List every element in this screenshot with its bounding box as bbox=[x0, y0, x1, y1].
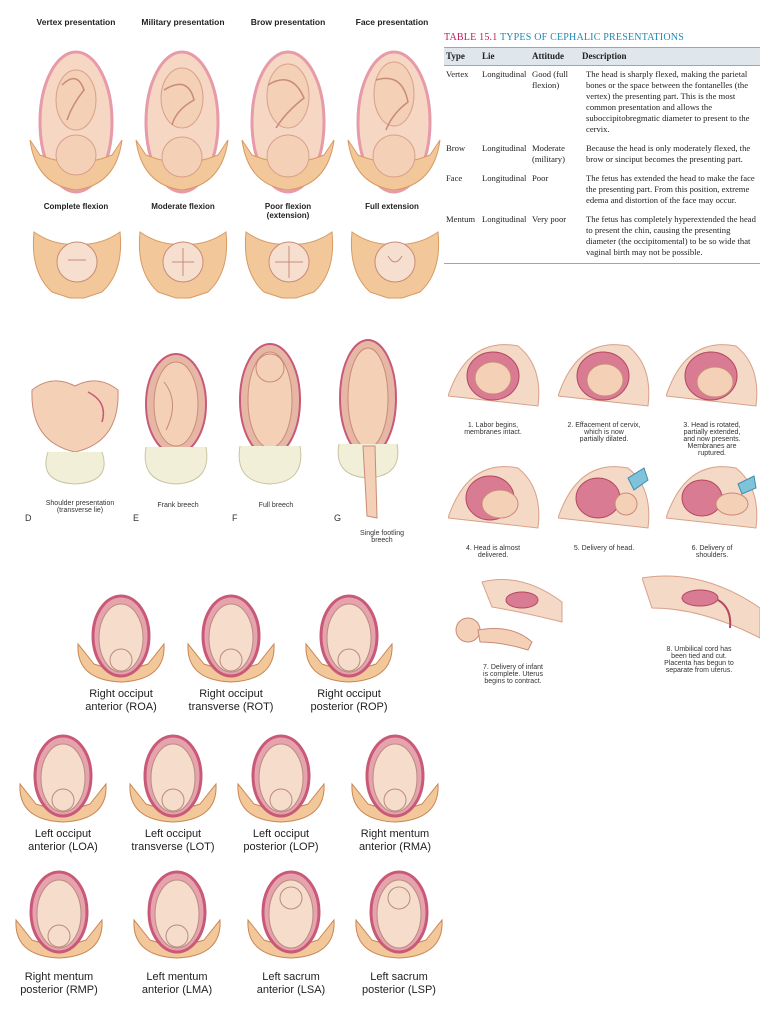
shoulder-presentation-label: Shoulder presentation (transverse lie) bbox=[45, 500, 115, 514]
position-lot-label: Left occiput transverse (LOT) bbox=[131, 828, 215, 853]
labor-step-7-caption: 7. Delivery of infant is complete. Uteru… bbox=[483, 664, 543, 685]
cell-description: The fetus has extended the head to make … bbox=[586, 173, 755, 205]
table-number: TABLE 15.1 bbox=[444, 32, 498, 43]
cephalic-presentations-table: TABLE 15.1 TYPES OF CEPHALIC PRESENTATIO… bbox=[444, 32, 760, 264]
single-footling-breech-illustration bbox=[333, 336, 403, 526]
labor-step-3-illustration bbox=[666, 336, 758, 418]
cell-type: Vertex bbox=[446, 69, 469, 79]
position-lsp-label: Left sacrum posterior (LSP) bbox=[362, 971, 436, 996]
cell-attitude: Poor bbox=[532, 173, 549, 183]
position-rma-illustration bbox=[350, 732, 440, 824]
shoulder-presentation-illustration bbox=[28, 372, 123, 487]
brow-presentation-title: Brow presentation bbox=[250, 17, 326, 27]
cell-lie: Longitudinal bbox=[482, 143, 527, 153]
position-lma-label: Left mentum anterior (LMA) bbox=[141, 971, 213, 996]
labor-step-8-illustration bbox=[642, 568, 760, 648]
labor-step-3-caption: 3. Head is rotated, partially extended, … bbox=[683, 422, 741, 457]
position-lot-illustration bbox=[128, 732, 218, 824]
cell-lie: Longitudinal bbox=[482, 173, 527, 183]
column-header-attitude: Attitude bbox=[532, 51, 564, 61]
figure-letter-d: D bbox=[25, 513, 32, 523]
pelvis-view-military bbox=[136, 222, 230, 302]
table-row: Mentum Longitudinal Very poor The fetus … bbox=[444, 211, 760, 264]
position-rop-illustration bbox=[304, 592, 394, 684]
pelvis-view-face bbox=[348, 222, 442, 302]
position-rot-label: Right occiput transverse (ROT) bbox=[188, 688, 274, 713]
figure-letter-f: F bbox=[232, 513, 238, 523]
position-rot-illustration bbox=[186, 592, 276, 684]
frank-breech-illustration bbox=[140, 352, 212, 487]
column-header-lie: Lie bbox=[482, 51, 495, 61]
labor-step-1-illustration bbox=[448, 336, 540, 418]
position-rmp-illustration bbox=[14, 868, 104, 960]
position-rop-label: Right occiput posterior (ROP) bbox=[310, 688, 388, 713]
labor-step-2-caption: 2. Effacement of cervix, which is now pa… bbox=[567, 422, 641, 443]
table-row: Face Longitudinal Poor The fetus has ext… bbox=[444, 170, 760, 211]
pelvis-view-brow bbox=[242, 222, 336, 302]
labor-step-7-illustration bbox=[452, 572, 570, 662]
military-presentation-title: Military presentation bbox=[141, 17, 225, 27]
full-extension-label: Full extension bbox=[365, 202, 419, 211]
labor-step-4-illustration bbox=[448, 458, 540, 540]
position-lop-illustration bbox=[236, 732, 326, 824]
brow-fetus-illustration bbox=[234, 30, 342, 195]
full-breech-label: Full breech bbox=[258, 502, 294, 509]
cell-description: Because the head is only moderately flex… bbox=[586, 143, 751, 164]
labor-step-8-caption: 8. Umbilical cord has been tied and cut.… bbox=[664, 646, 734, 674]
table-grid: Type Lie Attitude Description Vertex Lon… bbox=[444, 47, 760, 264]
cell-lie: Longitudinal bbox=[482, 214, 527, 224]
cell-type: Brow bbox=[446, 143, 466, 153]
column-header-description: Description bbox=[582, 51, 627, 61]
figure-letter-g: G bbox=[334, 513, 342, 523]
cell-description: The fetus has completely hyperextended t… bbox=[586, 214, 756, 257]
vertex-fetus-illustration bbox=[22, 30, 130, 195]
position-lsa-label: Left sacrum anterior (LSA) bbox=[256, 971, 326, 996]
position-loa-label: Left occiput anterior (LOA) bbox=[28, 828, 98, 853]
position-lop-label: Left occiput posterior (LOP) bbox=[243, 828, 319, 853]
table-row: Vertex Longitudinal Good (full flexion) … bbox=[444, 66, 760, 141]
cell-type: Mentum bbox=[446, 214, 476, 224]
single-footling-breech-label: Single footling breech bbox=[360, 530, 404, 544]
position-rma-label: Right mentum anterior (RMA) bbox=[358, 828, 432, 853]
military-fetus-illustration bbox=[128, 30, 236, 195]
labor-step-1-caption: 1. Labor begins, membranes intact. bbox=[464, 422, 522, 436]
poor-flexion-label: Poor flexion (extension) bbox=[264, 202, 312, 220]
position-roa-label: Right occiput anterior (ROA) bbox=[85, 688, 157, 713]
labor-step-2-illustration bbox=[558, 336, 650, 418]
cell-attitude: Good (full flexion) bbox=[532, 69, 569, 90]
face-presentation-title: Face presentation bbox=[355, 17, 429, 27]
frank-breech-label: Frank breech bbox=[157, 502, 199, 509]
cell-description: The head is sharply flexed, making the p… bbox=[586, 69, 750, 134]
position-roa-illustration bbox=[76, 592, 166, 684]
column-header-type: Type bbox=[446, 51, 465, 61]
position-lsa-illustration bbox=[246, 868, 336, 960]
full-breech-illustration bbox=[234, 340, 306, 487]
cell-attitude: Moderate (military) bbox=[532, 143, 565, 164]
vertex-presentation-title: Vertex presentation bbox=[36, 17, 116, 27]
moderate-flexion-label: Moderate flexion bbox=[151, 202, 215, 211]
complete-flexion-label: Complete flexion bbox=[43, 202, 109, 211]
table-title: TABLE 15.1 TYPES OF CEPHALIC PRESENTATIO… bbox=[444, 32, 760, 43]
position-rmp-label: Right mentum posterior (RMP) bbox=[20, 971, 98, 996]
labor-step-5-caption: 5. Delivery of head. bbox=[573, 545, 635, 552]
position-loa-illustration bbox=[18, 732, 108, 824]
pelvis-view-vertex bbox=[30, 222, 124, 302]
labor-step-5-illustration bbox=[558, 458, 650, 540]
labor-step-6-illustration bbox=[666, 458, 758, 540]
table-row: Brow Longitudinal Moderate (military) Be… bbox=[444, 140, 760, 170]
cell-type: Face bbox=[446, 173, 463, 183]
table-header-row: Type Lie Attitude Description bbox=[444, 47, 760, 66]
cell-attitude: Very poor bbox=[532, 214, 567, 224]
face-fetus-illustration bbox=[340, 30, 448, 195]
labor-step-6-caption: 6. Delivery of shoulders. bbox=[691, 545, 733, 559]
labor-step-4-caption: 4. Head is almost delivered. bbox=[465, 545, 521, 559]
position-lma-illustration bbox=[132, 868, 222, 960]
cell-lie: Longitudinal bbox=[482, 69, 527, 79]
position-lsp-illustration bbox=[354, 868, 444, 960]
figure-letter-e: E bbox=[133, 513, 140, 523]
table-title-text: TYPES OF CEPHALIC PRESENTATIONS bbox=[497, 32, 684, 43]
